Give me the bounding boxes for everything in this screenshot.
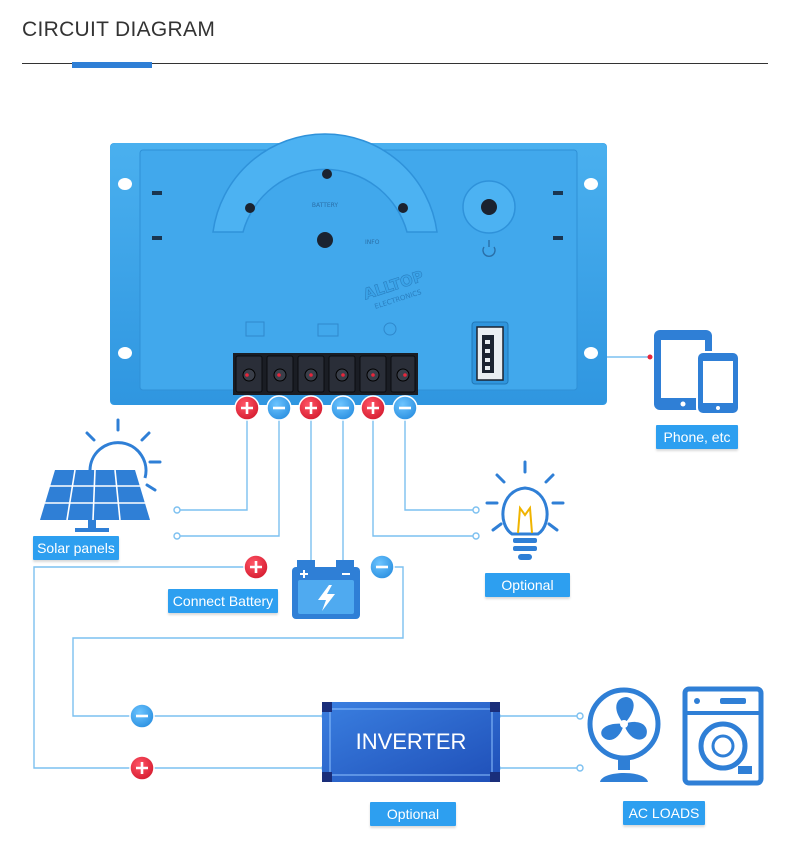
terminal-block <box>233 353 418 395</box>
washing-machine-icon <box>682 686 764 786</box>
polarity-badges <box>129 395 418 781</box>
wire-battery-inverter-negative <box>72 566 404 717</box>
dial-text-info: INFO <box>365 239 380 246</box>
solar-panel-icon <box>40 418 162 532</box>
wire-solar-positive <box>177 420 248 511</box>
phone-tablet-icon <box>654 330 740 415</box>
title-accent-bar <box>72 62 152 68</box>
label-phone-etc: Phone, etc <box>656 425 738 449</box>
badge-load-negative <box>392 395 418 421</box>
dial-text-battery: BATTERY <box>312 202 339 209</box>
inverter-label: INVERTER <box>356 729 467 754</box>
badge-battery-out-positive <box>243 554 269 580</box>
light-bulb-icon <box>485 460 565 560</box>
badge-inverter-negative <box>129 703 155 729</box>
wire-load-positive <box>372 420 476 537</box>
phone-wire-dot <box>647 354 653 360</box>
badge-battery-out-negative <box>369 554 395 580</box>
label-solar-panels: Solar panels <box>33 536 119 560</box>
badge-solar-negative <box>266 395 292 421</box>
charge-controller: BATTERY INFO ALLTOP ELECTRONICS <box>110 133 607 405</box>
badge-battery-negative <box>330 395 356 421</box>
fan-icon <box>587 687 661 782</box>
wire-solar-negative <box>177 420 280 537</box>
badge-solar-positive <box>234 395 260 421</box>
inverter-device: INVERTER <box>322 702 500 782</box>
label-ac-loads: AC LOADS <box>623 801 705 825</box>
badge-load-positive <box>360 395 386 421</box>
wire-battery-inverter-positive <box>33 566 325 769</box>
title-divider <box>22 63 768 64</box>
badge-inverter-positive <box>129 755 155 781</box>
wire-load-negative <box>404 420 476 511</box>
page-title: CIRCUIT DIAGRAM <box>22 18 216 41</box>
label-load-optional: Optional <box>485 573 570 597</box>
label-connect-battery: Connect Battery <box>168 589 278 613</box>
badge-battery-positive <box>298 395 324 421</box>
battery-icon <box>292 560 360 619</box>
label-inverter-optional: Optional <box>370 802 456 826</box>
